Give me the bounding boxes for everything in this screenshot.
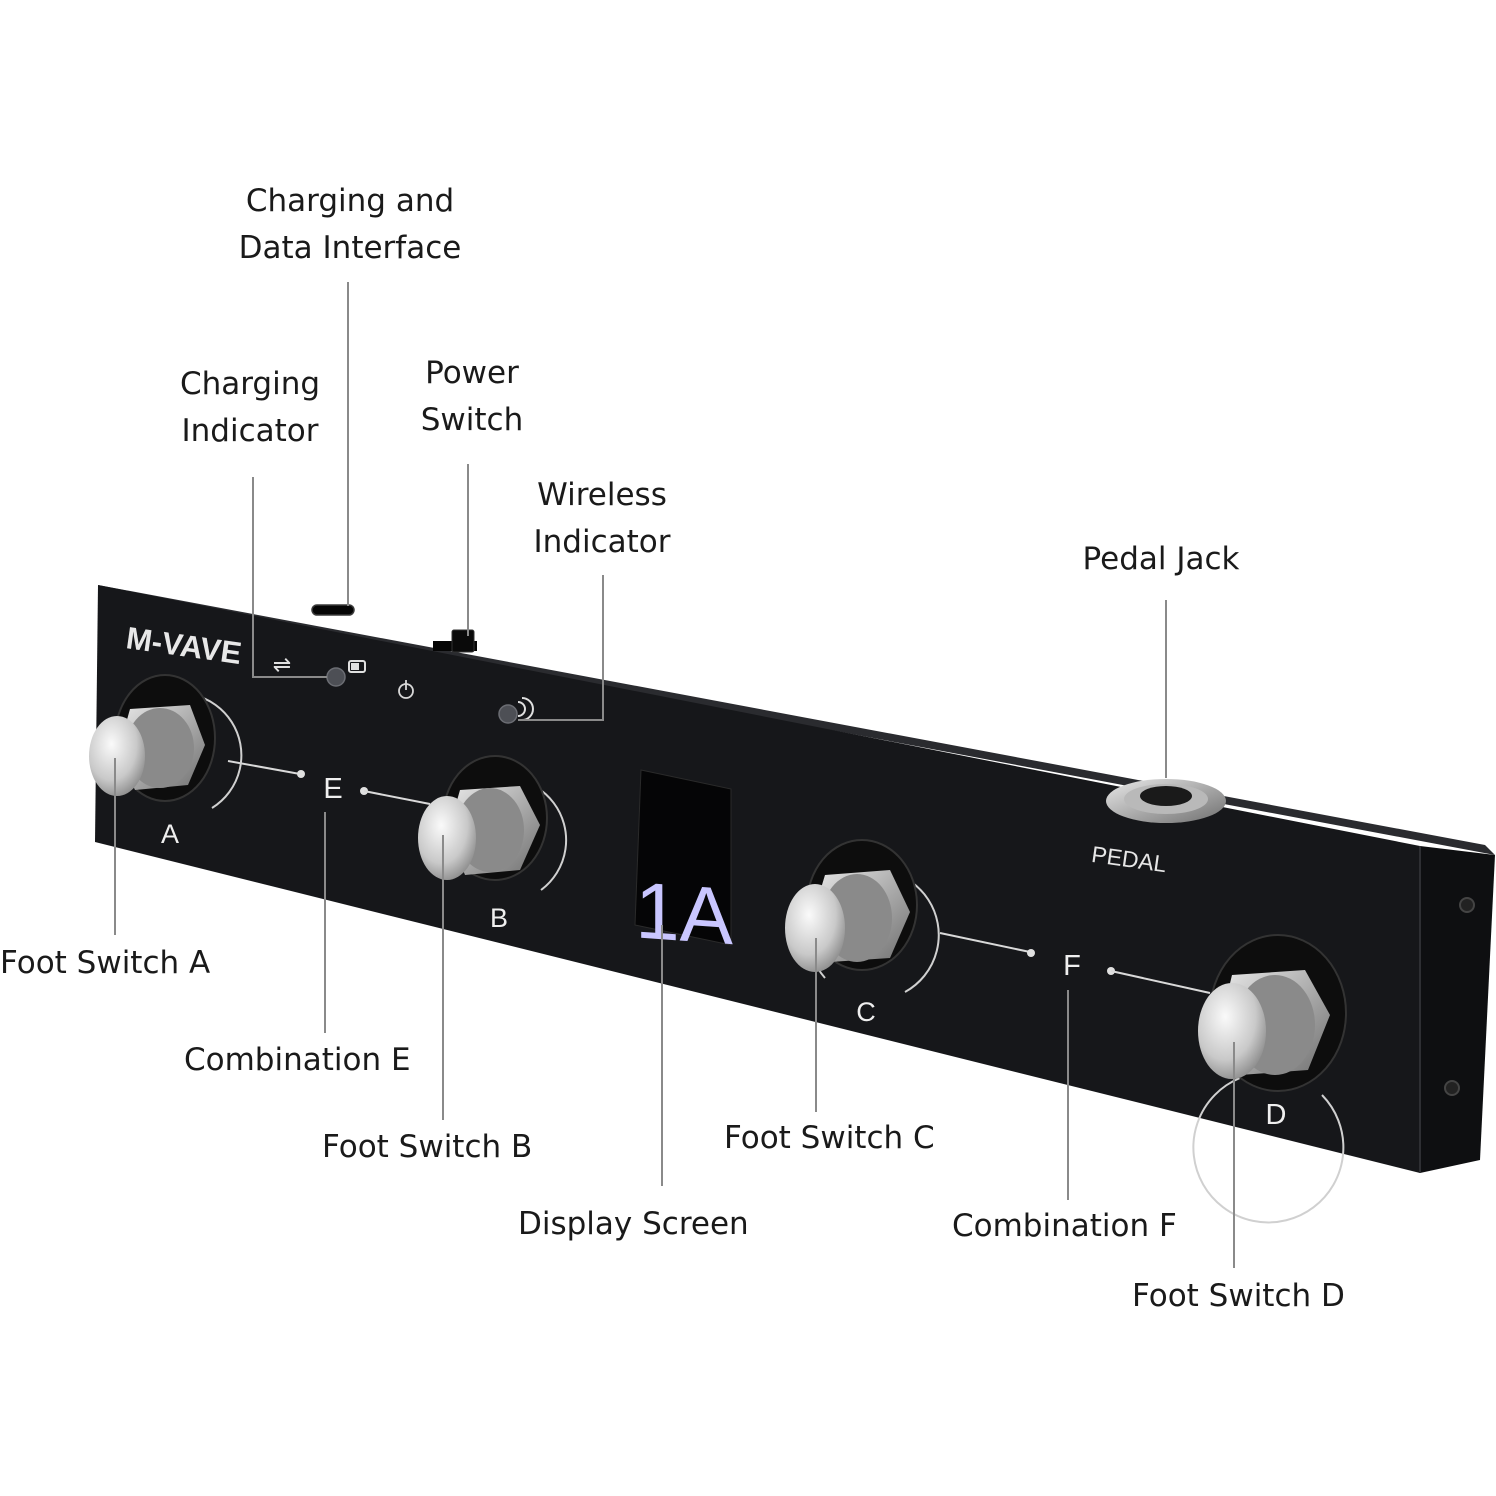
power-switch-knob [451, 629, 475, 653]
label-charging-data-interface: Charging and Data Interface [238, 183, 462, 266]
leader-wireless-indicator [518, 575, 604, 721]
switch-d-letter: D [1266, 1099, 1287, 1131]
usb-icon: ⇌ [273, 652, 291, 677]
display-readout: 1A [635, 864, 733, 961]
battery-icon [348, 660, 366, 673]
label-wireless-indicator: Wireless Indicator [533, 477, 671, 560]
combo-e-letter: E [323, 773, 342, 805]
foot-switch-b[interactable] [418, 755, 568, 891]
display-screen [634, 769, 732, 946]
usb-c-port [311, 604, 355, 616]
switch-c-letter: C [856, 997, 876, 1027]
switch-a-letter: A [161, 819, 179, 849]
label-foot-switch-c: Foot Switch C [724, 1120, 935, 1156]
leader-charging-indicator [252, 477, 327, 678]
label-power-switch: Power Switch [420, 355, 524, 438]
charging-indicator-led [326, 667, 346, 687]
label-foot-switch-d: Foot Switch D [1132, 1278, 1345, 1314]
label-foot-switch-b: Foot Switch B [322, 1129, 533, 1165]
foot-switch-c[interactable] [785, 839, 940, 993]
pedal-jack-hole [1140, 786, 1192, 806]
device-body-side [1420, 846, 1495, 1173]
switch-b-letter: B [490, 903, 508, 933]
foot-switch-a[interactable] [89, 674, 243, 809]
label-combination-f: Combination F [952, 1208, 1177, 1244]
label-charging-indicator: Charging Indicator [179, 366, 321, 449]
device-body-face [95, 585, 1420, 1173]
label-foot-switch-a: Foot Switch A [0, 945, 211, 981]
leader-lines [114, 282, 1235, 1268]
combo-f-letter: F [1063, 950, 1081, 982]
foot-switch-d[interactable] [1192, 934, 1347, 1224]
label-display-screen: Display Screen [518, 1206, 749, 1242]
side-screw-icon [1459, 897, 1475, 913]
side-screw-icon [1444, 1080, 1460, 1096]
combo-f-link-line [939, 932, 1031, 953]
wireless-indicator-led [498, 704, 518, 724]
label-pedal-jack: Pedal Jack [1082, 541, 1240, 577]
label-combination-e: Combination E [184, 1042, 411, 1078]
